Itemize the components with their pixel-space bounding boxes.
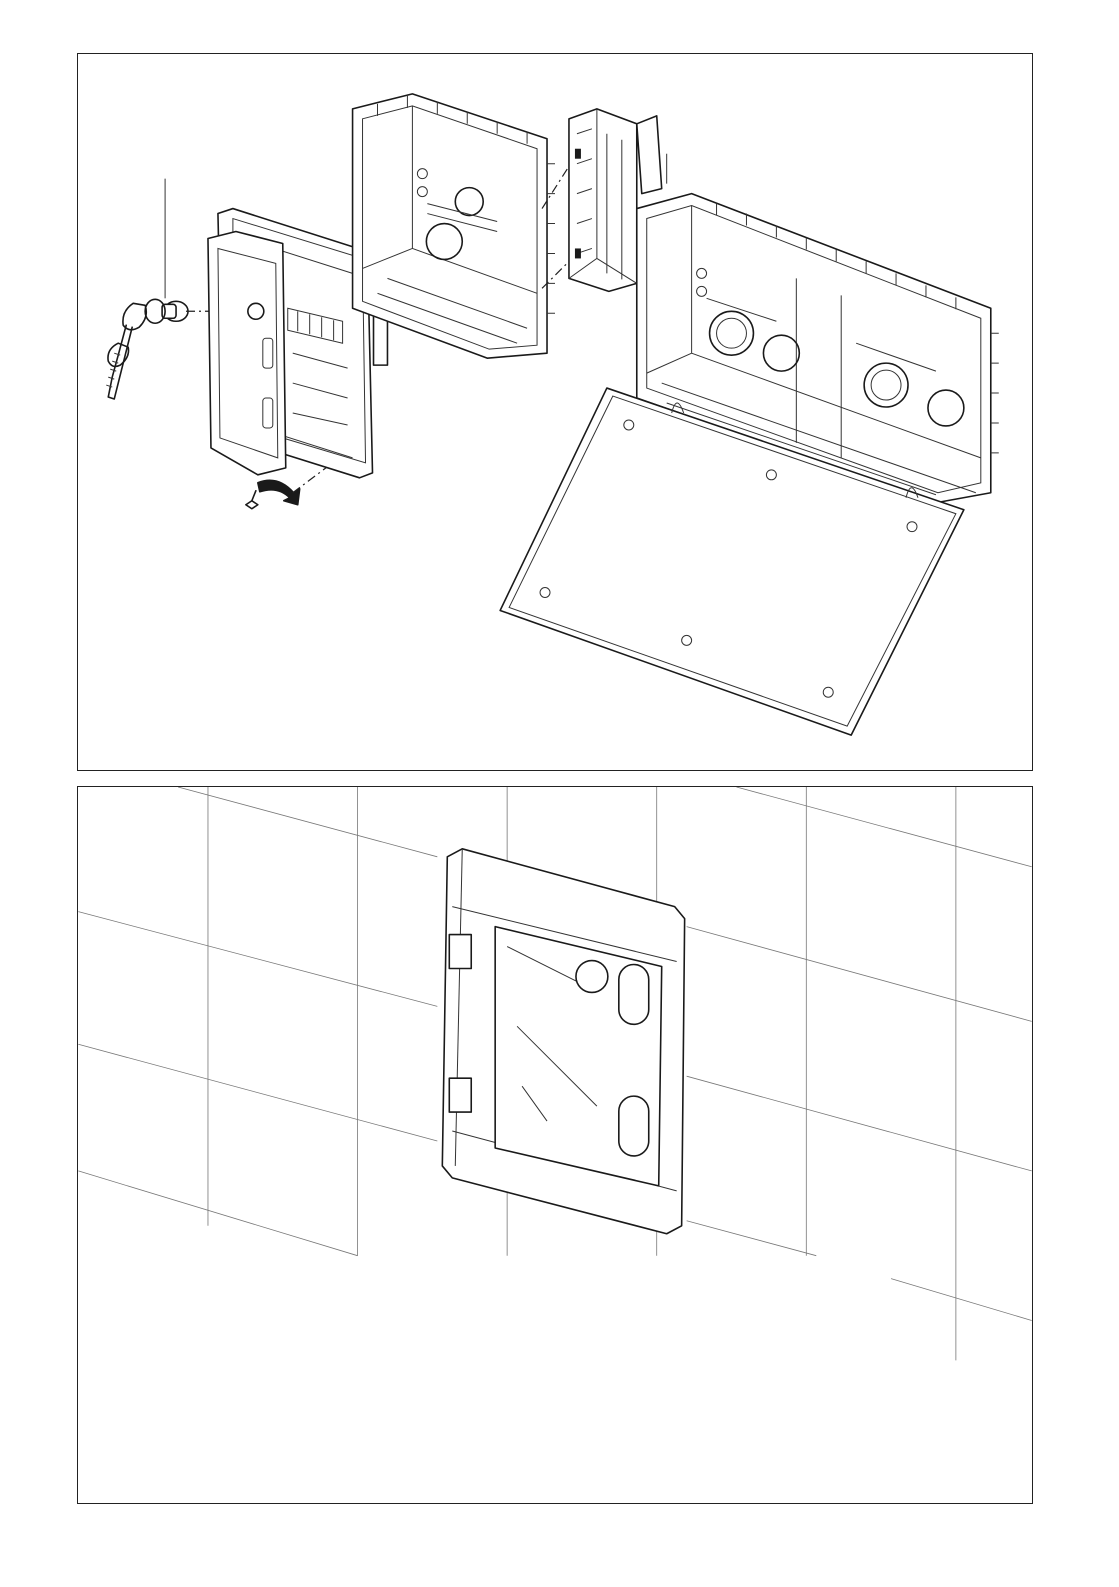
flush-enclosure-closed: [442, 849, 684, 1234]
exploded-view-panel: [77, 53, 1033, 771]
installed-view-drawing: [78, 787, 1032, 1503]
installed-view-panel: [77, 786, 1033, 1504]
small-flush-box: [353, 94, 577, 358]
exploded-view-drawing: [78, 54, 1032, 770]
